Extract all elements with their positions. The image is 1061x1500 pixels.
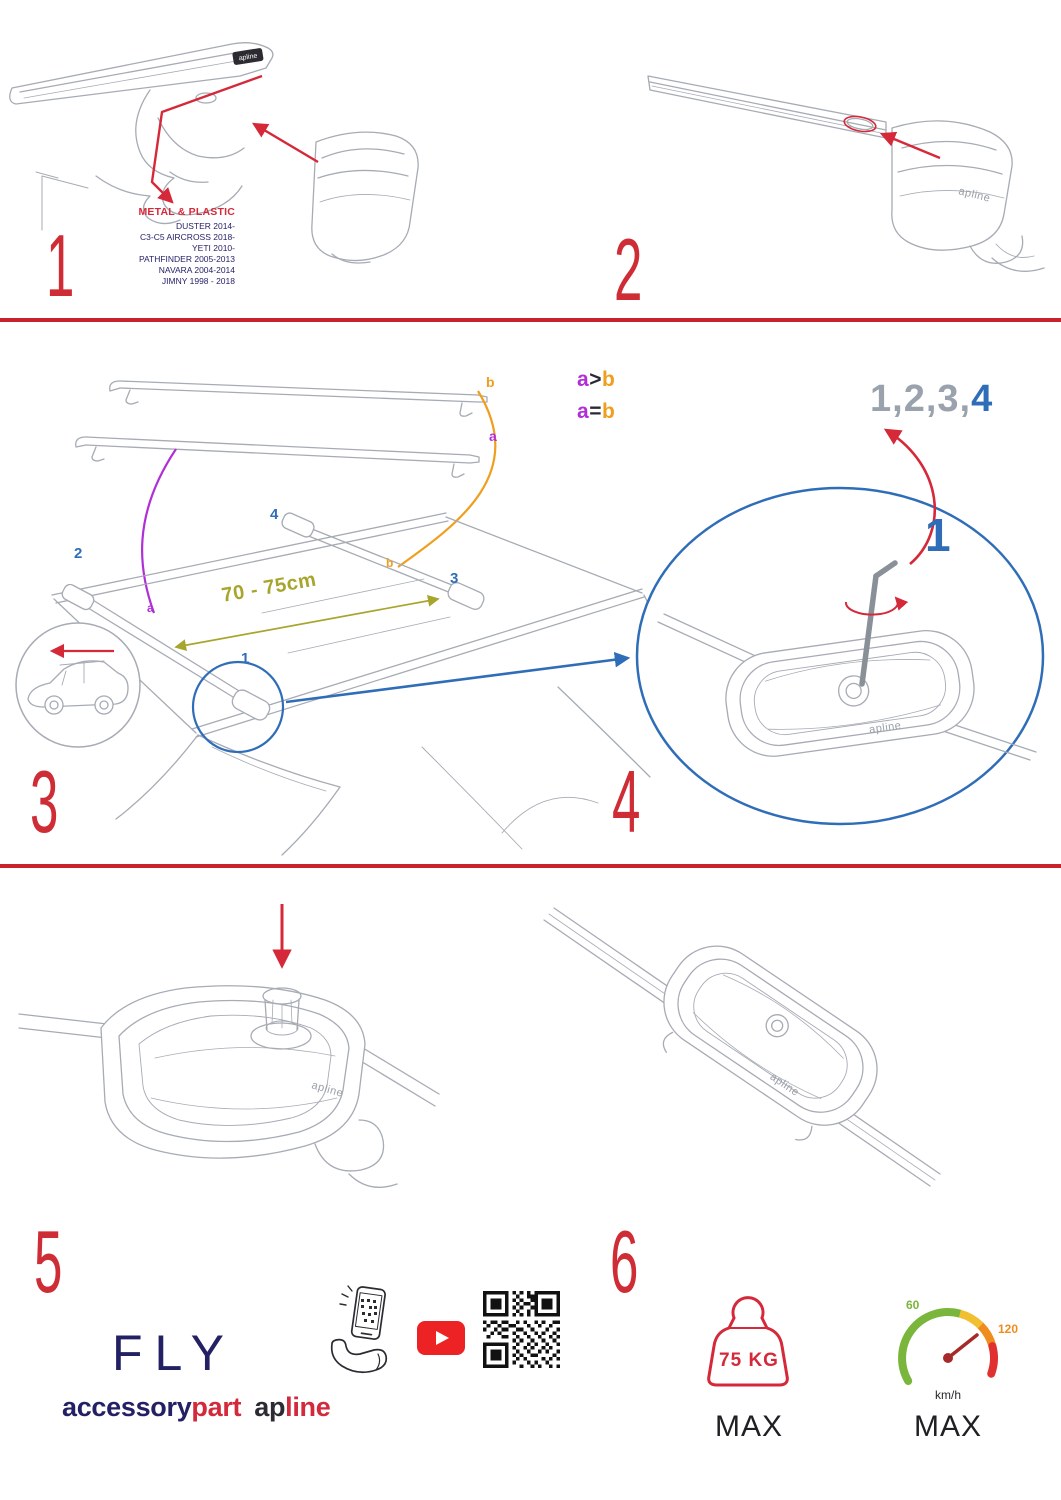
brand-accessory: accessory [62,1392,192,1422]
sequence-callout-1: 1 [925,509,951,561]
brand-line: line [285,1392,331,1422]
step6-drawing: apline [543,907,941,1187]
step2-number: 2 [614,220,642,319]
legend-a-eq-b: a=b [577,400,616,423]
vehicle-item: JIMNY 1998 - 2018 [161,276,235,286]
vehicle-list: DUSTER 2014- C3-C5 AIRCROSS 2018- YETI 2… [95,221,235,287]
speed-max-label: MAX [913,1410,982,1443]
rotate-arrow [844,596,909,616]
clamp-edge-arrow [150,74,263,204]
vehicle-item: PATHFINDER 2005-2013 [138,254,235,264]
zoom-circle [191,660,285,754]
speedometer-icon [898,1308,998,1385]
roof-label-a: a [147,601,154,615]
vehicle-compatibility-block: METAL & PLASTIC DUSTER 2014- C3-C5 AIRCR… [95,206,235,287]
knob-foot-lineart [18,985,440,1188]
step4-drawing: apline [635,486,1045,826]
foot-assembly-lineart [9,42,419,264]
brand-ap: ap [254,1392,286,1422]
legend-a-gt-b: a>b [577,368,616,391]
apline-badge-text: apline [238,53,258,63]
rail-foot-lineart: apline [543,907,941,1187]
distance-arrow [174,594,440,652]
roof-position-1: 1 [241,650,250,667]
weight-max-label: MAX [714,1410,783,1443]
slot-highlight [843,115,877,133]
step4-number: 4 [612,752,640,851]
model-name: FLY [112,1325,236,1381]
step5-drawing: apline [18,904,440,1188]
cover-to-foot-arrow [251,122,319,164]
weight-value: 75 KG [719,1350,779,1371]
roof-position-2: 2 [74,545,83,562]
step1-number: 1 [46,216,74,315]
foot-zoom-lineart: apline [657,613,1037,761]
weight-icon [707,1296,789,1387]
apline-mark: apline [868,720,902,736]
bar-a-label: a [489,428,497,444]
step1-drawing: apline [9,42,419,264]
vehicle-item: DUSTER 2014- [175,221,235,231]
sequence-arrow [883,428,937,565]
section-divider [0,318,1061,322]
roof-label-b: b [386,556,394,570]
step6-number: 6 [610,1212,638,1311]
step3-drawing [15,380,656,856]
gauge-60-label: 60 [906,1298,920,1312]
roof-position-4: 4 [270,506,279,523]
roof-position-3: 3 [450,570,459,587]
insert-arrow [879,131,941,160]
loose-bars-lineart [75,380,488,478]
tightening-sequence: 1,2,3,4 [870,378,994,420]
youtube-icon [417,1321,465,1355]
section-divider [0,864,1061,868]
apline-badge: apline [232,48,264,65]
qr-code [483,1291,560,1368]
curve-bar-b [397,390,497,568]
scan-phone-icon [330,1285,388,1374]
zoom-arrow [285,651,631,704]
vehicle-item: NAVARA 2004-2014 [158,265,235,275]
curve-bar-a [140,448,177,614]
gauge-unit-label: km/h [934,1388,961,1402]
material-label: METAL & PLASTIC [138,206,235,218]
step5-number: 5 [34,1212,62,1311]
allen-key [859,560,898,687]
crossbar-end-lineart [647,75,1045,272]
step3-number: 3 [30,752,58,851]
car-direction-bubble [15,622,141,748]
brand-part: part [191,1392,242,1422]
step2-drawing: apline [647,75,1045,272]
gauge-needle [946,1333,979,1360]
vehicle-item: YETI 2010- [192,243,235,253]
vehicle-item: C3-C5 AIRCROSS 2018- [140,232,235,242]
bar-b-label: b [486,374,495,390]
gauge-120-label: 120 [998,1322,1019,1336]
